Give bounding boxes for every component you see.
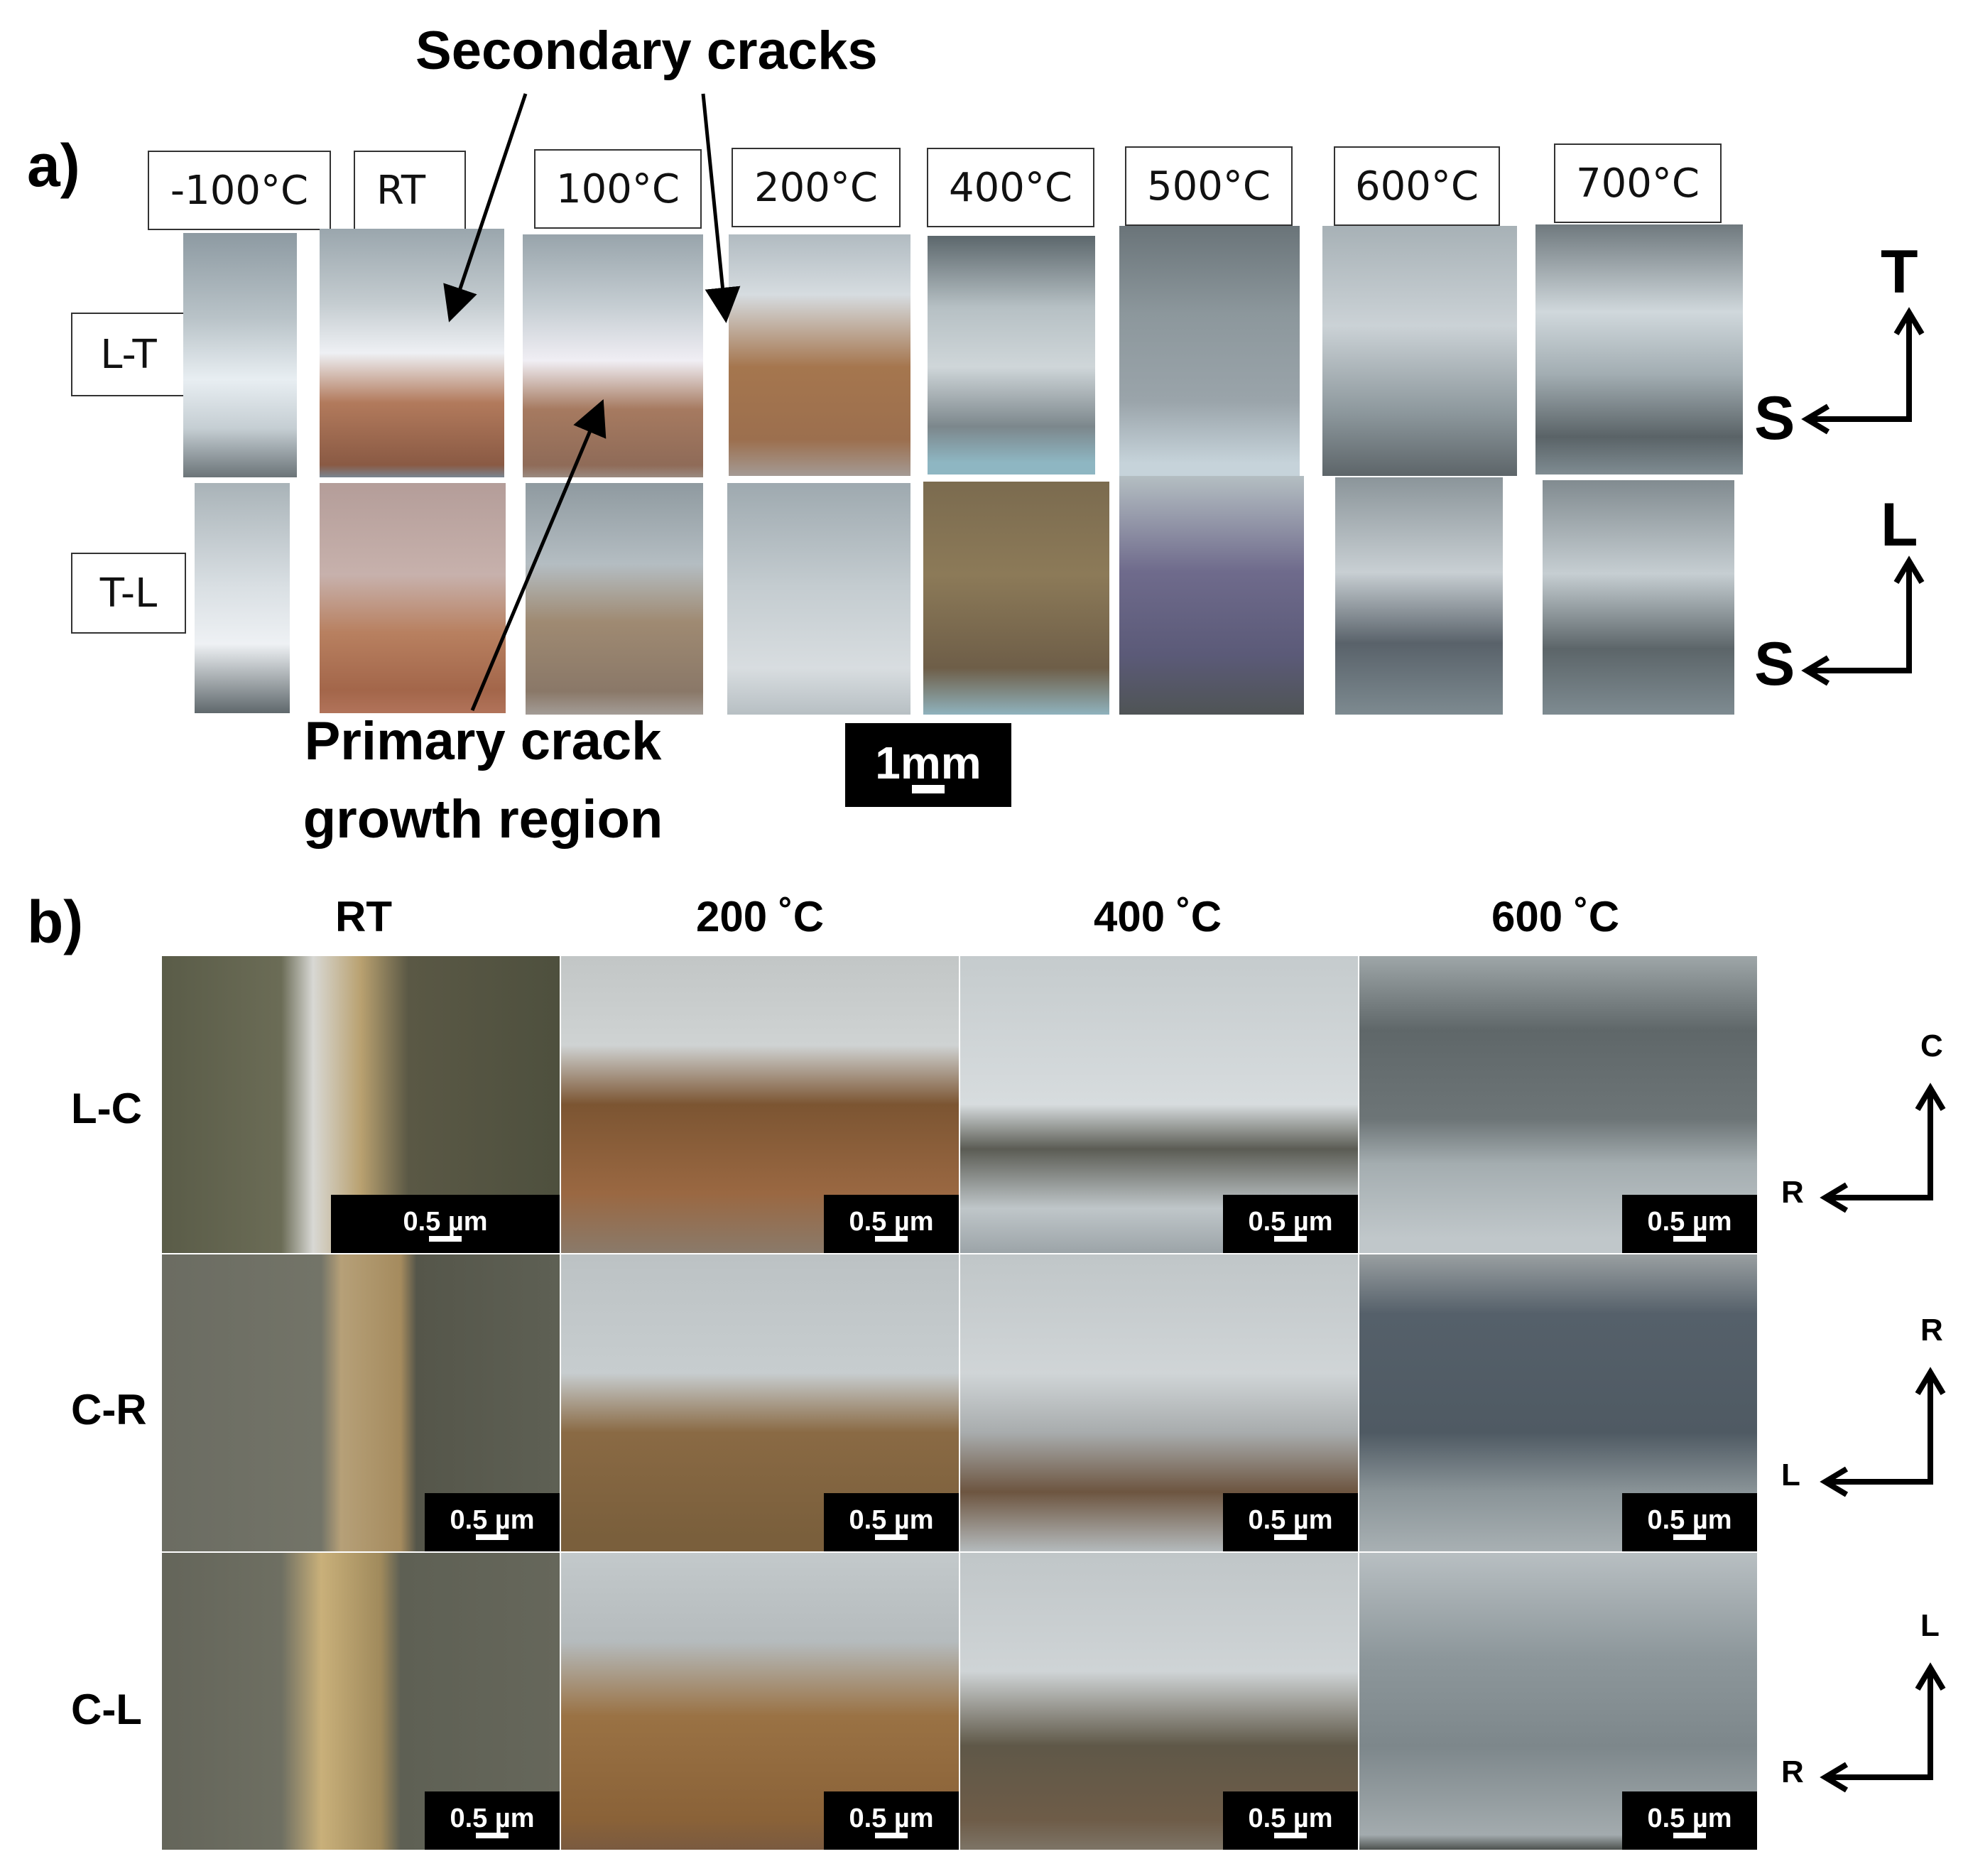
fracture-photo-lt [1322,226,1517,476]
scale-bar-0-5um: 0.5 µm [331,1195,560,1253]
scale-bar-line [875,1534,908,1540]
fracture-photo-tl [1119,476,1304,715]
axis-label-vertical: L [1881,491,1918,559]
row-label-a: L-T [71,313,186,396]
scale-bar-label: 0.5 µm [1647,1504,1732,1535]
scale-bar-0-5um: 0.5 µm [425,1791,560,1850]
fracture-photo-lt [1119,226,1300,476]
scale-bar-1mm: 1mm [845,723,1011,807]
scale-bar-0-5um: 0.5 µm [824,1791,959,1850]
temp-label-a: 700°C [1554,143,1722,223]
temp-label-a: 400°C [927,148,1094,227]
temp-label-a: 600°C [1334,146,1500,226]
row-label-b: L-C [71,1085,142,1132]
scale-bar-line [912,785,945,793]
secondary-crack-pointer [701,93,741,323]
axis-label-horizontal: S [1754,384,1795,452]
scale-bar-0-5um: 0.5 µm [1223,1791,1358,1850]
axes-icon [1820,1662,1946,1793]
scale-bar-label: 0.5 µm [1248,1803,1333,1833]
fracture-photo-tl [1335,477,1503,715]
axes-icon [1801,307,1925,435]
temp-label-a: RT [354,151,466,230]
scale-bar-label: 0.5 µm [1647,1206,1732,1237]
scale-bar-0-5um: 0.5 µm [1622,1493,1757,1551]
scale-bar-line [1274,1235,1307,1242]
axis-label-horizontal: L [1781,1458,1800,1492]
scale-bar-0-5um: 0.5 µm [1622,1791,1757,1850]
temp-label-b: 600 ˚C [1491,893,1620,940]
scale-bar-label: 0.5 µm [849,1803,934,1833]
axis-label-vertical: C [1920,1029,1943,1063]
primary-crack-pointer [470,398,607,711]
scale-bar-line [875,1832,908,1838]
scale-bar-line [1274,1832,1307,1838]
axis-label-horizontal: R [1781,1755,1804,1789]
fracture-photo-lt [183,233,297,477]
fracture-photo-lt [928,236,1095,475]
axes-icon [1820,1367,1946,1497]
panel-b-label: b) [27,889,84,955]
scale-bar-label: 0.5 µm [1248,1504,1333,1535]
axes-icon [1820,1083,1946,1213]
scale-bar-0-5um: 0.5 µm [1622,1195,1757,1253]
fracture-photo-tl [1543,480,1734,715]
scale-bar-0-5um: 0.5 µm [824,1493,959,1551]
temp-label-b: 200 ˚C [695,893,825,940]
scale-bar-line [1673,1832,1706,1838]
secondary-crack-pointer [443,93,528,322]
temp-label-b: 400 ˚C [1093,893,1222,940]
scale-bar-line [476,1534,509,1540]
scale-bar-label: 0.5 µm [450,1803,535,1833]
scale-bar-label: 0.5 µm [403,1206,488,1237]
row-label-b: C-L [71,1686,142,1733]
fracture-photo-lt [729,234,910,476]
row-label-a: T-L [71,553,186,634]
fracture-photo-tl [526,483,703,715]
scale-bar-line [476,1832,509,1838]
temp-label-a: 500°C [1125,146,1293,226]
fracture-photo-tl [320,483,506,713]
scale-bar-0-5um: 0.5 µm [824,1195,959,1253]
temp-label-a: 200°C [732,148,901,227]
scale-bar-line [1274,1534,1307,1540]
scale-bar-label: 1mm [875,737,982,788]
scale-bar-label: 0.5 µm [849,1504,934,1535]
panel-a-label: a) [27,132,80,199]
secondary-cracks-annotation: Secondary cracks [415,21,878,81]
temp-label-a: 100°C [534,149,702,229]
scale-bar-label: 0.5 µm [1248,1206,1333,1237]
scale-bar-label: 0.5 µm [849,1206,934,1237]
fracture-photo-tl [923,482,1109,715]
scale-bar-0-5um: 0.5 µm [1223,1195,1358,1253]
primary-crack-annotation-line2: growth region [303,789,663,850]
temp-label-a: -100°C [148,151,331,230]
fracture-photo-lt [1535,224,1743,475]
axes-icon [1801,555,1925,686]
scale-bar-line [429,1235,462,1242]
scale-bar-label: 0.5 µm [450,1504,535,1535]
axis-label-vertical: T [1881,238,1918,306]
fracture-photo-tl [195,483,290,713]
axis-label-vertical: L [1920,1608,1940,1643]
scale-bar-line [1673,1235,1706,1242]
scale-bar-0-5um: 0.5 µm [1223,1493,1358,1551]
scale-bar-0-5um: 0.5 µm [425,1493,560,1551]
scale-bar-line [1673,1534,1706,1540]
scale-bar-label: 0.5 µm [1647,1803,1732,1833]
fracture-photo-lt [320,229,504,477]
axis-label-horizontal: R [1781,1175,1804,1210]
fracture-photo-tl [727,483,910,715]
row-label-b: C-R [71,1386,147,1433]
primary-crack-annotation-line1: Primary crack [304,711,662,771]
temp-label-b: RT [335,893,392,940]
axis-label-horizontal: S [1754,630,1795,698]
axis-label-vertical: R [1920,1313,1943,1348]
scale-bar-line [875,1235,908,1242]
fracture-photo-lt [523,234,703,477]
